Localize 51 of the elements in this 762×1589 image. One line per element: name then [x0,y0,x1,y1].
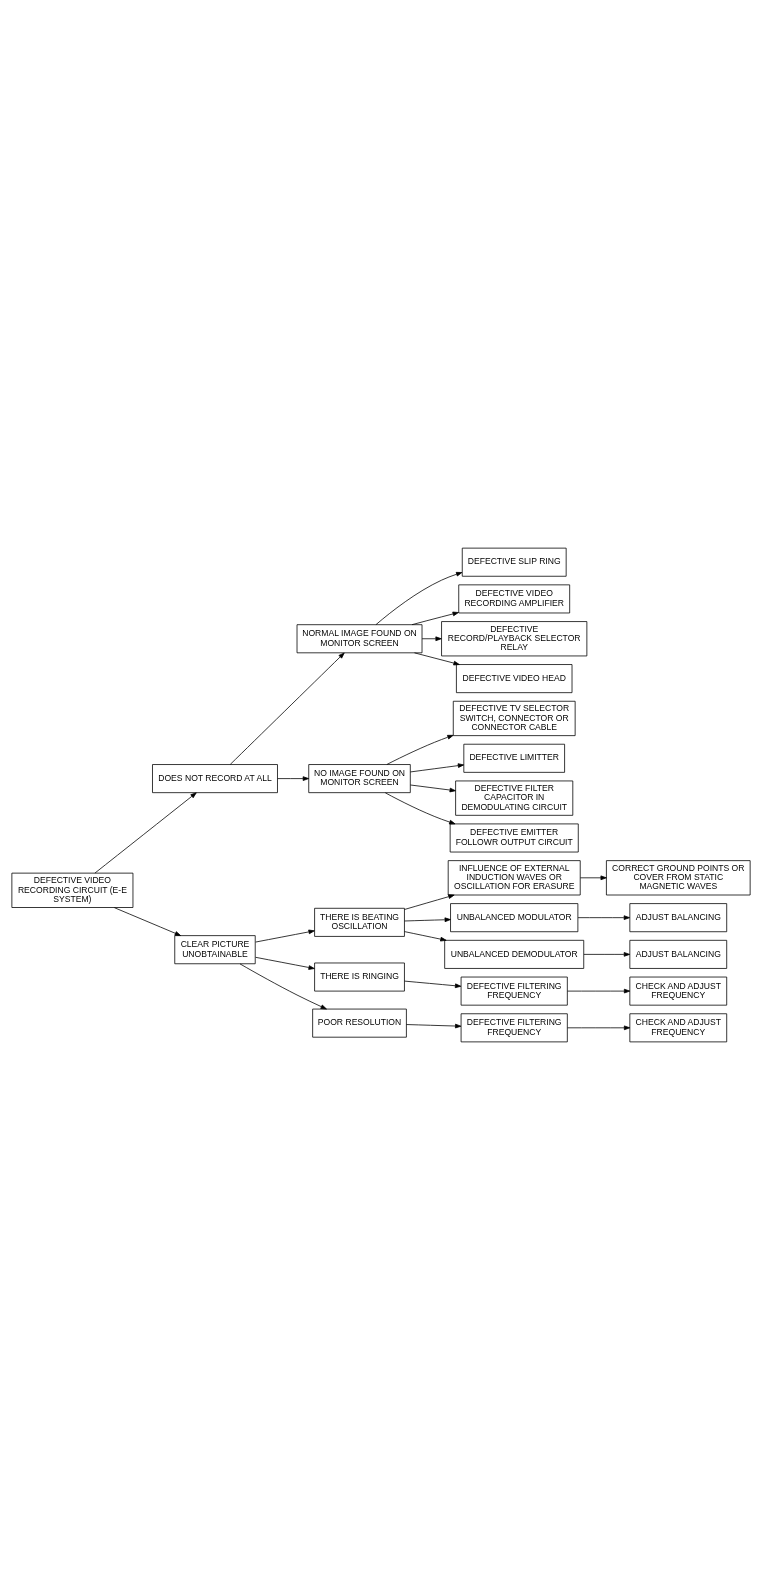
arrow [255,929,315,942]
arrow [414,651,460,665]
arrow [386,734,454,765]
arrow [410,762,465,772]
arrow [384,791,456,824]
arrow [577,914,630,920]
arrow [404,980,462,988]
node-box: ADJUST BALANCING [629,902,728,932]
node-box: DEFECTIVE VIDEO HEAD [456,663,573,693]
node-box: DEFECTIVE FILTER CAPACITOR IN DEMODULATING CIRCUIT [455,780,574,816]
node-box: CHECK AND ADJUST FREQUENCY [629,976,728,1006]
arrow [404,893,455,910]
arrow [277,775,309,781]
node-box: UNBALANCED MODULATOR [450,902,579,932]
arrow [229,652,345,765]
arrow [411,611,459,625]
node-box: NO IMAGE FOUND ON MONITOR SCREEN [308,763,411,793]
node-box: DEFECTIVE FILTERING FREQUENCY [460,976,568,1006]
node-box: THERE IS RINGING [314,962,405,991]
arrow [567,1025,631,1030]
arrow [255,956,315,970]
node-box: CORRECT GROUND POINTS OR COVER FROM STATIC MAGNETIC WAVES [606,859,751,895]
node-box: CHECK AND ADJUST FREQUENCY [629,1012,728,1042]
node-box: DEFECTIVE FILTERING FREQUENCY [460,1012,568,1042]
node-box: UNBALANCED DEMODULATOR [444,939,585,969]
node-box: ADJUST BALANCING [629,939,728,969]
node-box: THERE IS BEATING OSCILLATION [314,907,405,937]
node-box: INFLUENCE OF EXTERNAL INDUCTION WAVES OR OSCILLATION FOR ERASURE [447,859,581,895]
node-box: DEFECTIVE VIDEO RECORDING CIRCUIT (E-E SYSTEM) [11,872,134,908]
node-box: POOR RESOLUTION [312,1008,407,1038]
arrow [404,930,447,941]
arrow [567,988,631,993]
arrow [410,784,456,792]
arrow [239,963,327,1009]
arrow [421,635,442,641]
arrow [375,571,463,625]
arrow [406,1023,462,1028]
arrow [113,906,181,936]
arrow [580,875,607,880]
arrow [94,791,197,873]
node-box: DEFECTIVE SLIP RING [461,547,567,577]
node-box: DEFECTIVE TV SELECTOR SWITCH, CONNECTOR OR CONNECTOR CABLE [452,700,576,736]
node-box: DEFECTIVE EMITTER FOLLOWR OUTPUT CIRCUIT [449,823,579,852]
arrow [583,951,630,957]
node-box: CLEAR PICTURE UNOBTAINABLE [174,934,256,964]
arrow [404,916,451,922]
node-box: DEFECTIVE RECORD/PLAYBACK SELECTOR RELAY [441,620,588,656]
node-box: DOES NOT RECORD AT ALL [152,763,278,793]
node-box: DEFECTIVE LIMITTER [463,743,565,773]
node-box: DEFECTIVE VIDEO RECORDING AMPLIFIER [458,583,571,613]
node-box: NORMAL IMAGE FOUND ON MONITOR SCREEN [296,623,423,653]
